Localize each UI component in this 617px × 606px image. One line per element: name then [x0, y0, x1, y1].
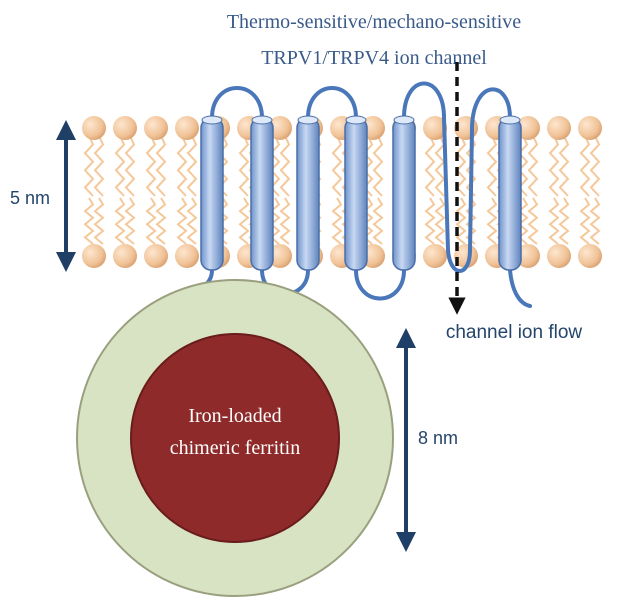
lipid-tail: [186, 135, 198, 197]
lipid-tail: [486, 135, 498, 197]
intracellular-loop: [354, 268, 406, 301]
lipid-tail: [527, 135, 539, 197]
lipid-tail: [548, 135, 560, 197]
lipid-head: [268, 116, 292, 140]
lipid-head: [113, 244, 137, 268]
ferritin-label-line1: Iron-loaded: [188, 405, 281, 427]
lipid-head: [144, 244, 168, 268]
transmembrane-helices: [200, 115, 522, 271]
lipid-head: [175, 116, 199, 140]
lipid-head: [175, 244, 199, 268]
transmembrane-helix: [296, 117, 320, 271]
lipid-tail: [176, 197, 188, 245]
lipid-tail: [372, 135, 384, 197]
lipid-tail: [186, 197, 198, 245]
lipid-head: [547, 116, 571, 140]
lipid-tail: [434, 197, 446, 245]
transmembrane-helix: [200, 117, 224, 271]
lipid-heads-bottom: [82, 244, 602, 268]
ferritin-size-label: 8 nm: [418, 428, 458, 448]
lipid-head: [113, 116, 137, 140]
lipid-tails: [83, 135, 601, 245]
transmembrane-helix: [392, 117, 416, 271]
lipid-head: [516, 116, 540, 140]
lipid-head: [423, 116, 447, 140]
lipid-tail: [83, 135, 95, 197]
transmembrane-helix: [498, 117, 522, 271]
lipid-tail: [176, 135, 188, 197]
lipid-head: [578, 116, 602, 140]
helix-cap: [251, 115, 273, 125]
lipid-head: [547, 244, 571, 268]
helix-cap: [393, 115, 415, 125]
lipid-tail: [279, 197, 291, 245]
lipid-tail: [238, 135, 250, 197]
membrane-thickness-label: 5 nm: [10, 188, 50, 208]
lipid-tail: [93, 197, 105, 245]
lipid-tail: [331, 197, 343, 245]
ferritin-label-line2: chimeric ferritin: [170, 437, 301, 459]
helix-cap: [499, 115, 521, 125]
lipid-tail: [548, 197, 560, 245]
lipid-head: [423, 244, 447, 268]
channel-title-line2: TRPV1/TRPV4 ion channel: [261, 47, 487, 69]
helix-cap: [297, 115, 319, 125]
lipid-tail: [424, 197, 436, 245]
helix-cap: [345, 115, 367, 125]
lipid-tail: [114, 197, 126, 245]
transmembrane-helix: [344, 117, 368, 271]
lipid-heads-top: [82, 116, 602, 140]
lipid-tail: [124, 197, 136, 245]
lipid-head: [516, 244, 540, 268]
lipid-tail: [279, 135, 291, 197]
lipid-head: [578, 244, 602, 268]
extracellular-loop: [210, 86, 264, 120]
lipid-tail: [434, 135, 446, 197]
lipid-head: [268, 244, 292, 268]
lipid-tail: [83, 197, 95, 245]
lipid-tail: [331, 135, 343, 197]
lipid-tail: [558, 135, 570, 197]
lipid-tail: [124, 135, 136, 197]
lipid-tail: [424, 135, 436, 197]
c-terminus: [508, 268, 532, 308]
lipid-tail: [372, 197, 384, 245]
lipid-tail: [114, 135, 126, 197]
lipid-tail: [145, 135, 157, 197]
lipid-tail: [558, 197, 570, 245]
lipid-tail: [579, 197, 591, 245]
lipid-head: [82, 244, 106, 268]
transmembrane-helix: [250, 117, 274, 271]
lipid-tail: [589, 135, 601, 197]
channel-title-line1: Thermo-sensitive/mechano-sensitive: [227, 11, 521, 33]
helix-cap: [201, 115, 223, 125]
lipid-tail: [527, 197, 539, 245]
lipid-tail: [155, 135, 167, 197]
lipid-tail: [238, 197, 250, 245]
lipid-tail: [486, 197, 498, 245]
lipid-tail: [145, 197, 157, 245]
ion-flow-label: channel ion flow: [446, 322, 583, 343]
lipid-head: [82, 116, 106, 140]
extracellular-loop: [402, 81, 512, 273]
extracellular-loop: [306, 86, 358, 120]
lipid-tail: [589, 197, 601, 245]
lipid-head: [144, 116, 168, 140]
lipid-tail: [579, 135, 591, 197]
lipid-tail: [455, 197, 467, 245]
lipid-tail: [155, 197, 167, 245]
lipid-tail: [93, 135, 105, 197]
ferritin-iron-core: [130, 333, 340, 543]
